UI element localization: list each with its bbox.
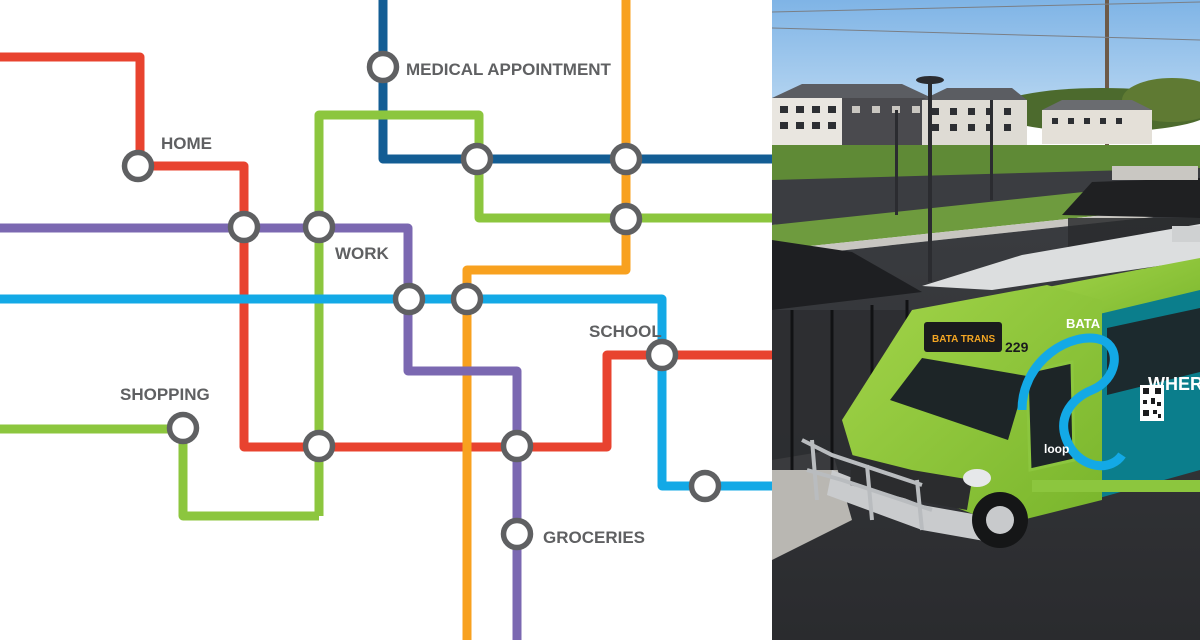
- stop-transfer: [500, 429, 534, 463]
- bus-photo-svg: BATA TRANS 229 BATA loop WHERE: [772, 0, 1200, 640]
- stop-transfer: [609, 142, 643, 176]
- stop-label-home: HOME: [161, 134, 212, 153]
- stop-shopping: [166, 411, 200, 445]
- power-line: [772, 1, 1200, 13]
- apartment-roof: [772, 84, 932, 98]
- route-line-red: [0, 52, 772, 452]
- route-line-dark-blue: [378, 0, 772, 164]
- bus-headsign: [924, 322, 1002, 352]
- bike-rack: [801, 438, 933, 531]
- loop-logo: loop: [1044, 442, 1069, 456]
- stop-transfer: [450, 282, 484, 316]
- bus-headlight: [963, 469, 991, 487]
- bus-headsign-text: BATA TRANS: [932, 334, 995, 345]
- bus-roof-unit: [1172, 226, 1200, 242]
- stop-groceries: [500, 517, 534, 551]
- bus-shelter-roof: [772, 240, 922, 310]
- power-line: [772, 27, 1200, 41]
- streetlight-pole: [928, 82, 932, 282]
- bus-windshield: [890, 358, 1027, 440]
- route-map-svg: MEDICAL APPOINTMENT HOME WORK SCHOOL SHO…: [0, 0, 772, 640]
- stop-work: [302, 210, 336, 244]
- apartment-roof: [922, 88, 1027, 100]
- bus-skirt: [1032, 480, 1200, 492]
- bus-side-windows: [1107, 308, 1200, 395]
- apartment-windows: [780, 106, 1122, 131]
- bus-shelter-roof: [1062, 178, 1200, 218]
- stop-transfer: [302, 429, 336, 463]
- apartment-building: [842, 98, 932, 150]
- transit-bus: BATA TRANS 229 BATA loop WHERE: [801, 224, 1200, 548]
- stop-medical-appointment: [366, 50, 400, 84]
- stop-label-shopping: SHOPPING: [120, 385, 210, 404]
- bus-number: 229: [1005, 339, 1029, 355]
- bus-hubcap: [986, 506, 1014, 534]
- stop-transfer: [609, 202, 643, 236]
- route-map-illustration: MEDICAL APPOINTMENT HOME WORK SCHOOL SHO…: [0, 0, 772, 640]
- apartment-building: [922, 100, 1027, 146]
- bus-brand: BATA: [1066, 316, 1101, 331]
- stop-home: [121, 149, 155, 183]
- streetlight-pole: [895, 110, 898, 215]
- route-line-green-lower: [0, 424, 319, 521]
- apartment-building: [1042, 110, 1152, 144]
- bus-photo: BATA TRANS 229 BATA loop WHERE: [772, 0, 1200, 640]
- streetlight-pole: [990, 100, 993, 200]
- route-line-orange: [462, 0, 631, 640]
- streetlight-head: [916, 76, 944, 84]
- route-line-green-upper: [314, 110, 772, 516]
- stop-transfer: [688, 469, 722, 503]
- utility-pole: [1105, 0, 1109, 160]
- stop-transfer: [460, 142, 494, 176]
- stop-label-groceries: GROCERIES: [543, 528, 645, 547]
- stop-label-medical-appointment: MEDICAL APPOINTMENT: [406, 60, 612, 79]
- stop-label-school: SCHOOL: [589, 322, 662, 341]
- stop-transfer: [227, 210, 261, 244]
- bus-door: [1025, 360, 1076, 472]
- route-line-purple: [0, 223, 522, 640]
- stop-label-work: WORK: [335, 244, 390, 263]
- bus-roof: [922, 224, 1200, 290]
- qr-pattern: [1143, 388, 1161, 418]
- bus-shelter-base: [1112, 166, 1198, 180]
- loop-swirl: [1017, 333, 1126, 471]
- stop-transfer: [392, 282, 426, 316]
- apartment-roof: [1042, 100, 1152, 110]
- stop-school: [645, 338, 679, 372]
